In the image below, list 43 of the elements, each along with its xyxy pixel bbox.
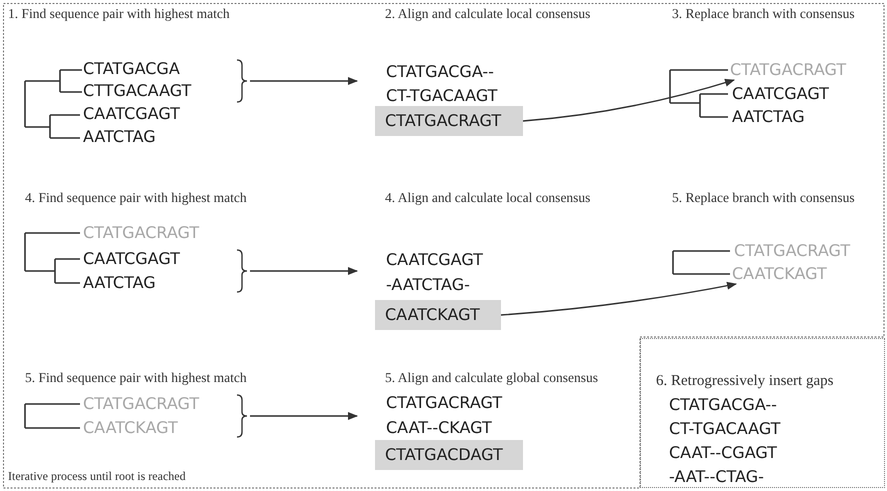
arrow bbox=[250, 267, 358, 275]
sequence-text: CTATGACRAGT bbox=[730, 60, 846, 80]
step-heading: 6. Retrogressively insert gaps bbox=[656, 373, 834, 389]
sequence-text: CTATGACRAGT bbox=[734, 241, 850, 261]
sequence-text: CT-TGACAAGT bbox=[386, 86, 498, 106]
step-heading: 1. Find sequence pair with highest match bbox=[8, 6, 230, 22]
note-text: Iterative process until root is reached bbox=[8, 468, 186, 484]
sequence-text: CAATCKAGT bbox=[732, 264, 827, 284]
sequence-text: CAATCKAGT bbox=[83, 418, 178, 438]
sequence-text: CTATGACGA bbox=[83, 59, 180, 79]
highlighted-sequence: CTATGACRAGT bbox=[375, 106, 523, 136]
sequence-text: AATCTAG bbox=[83, 127, 156, 147]
sequence-text: CTATGACGA-- bbox=[669, 395, 777, 415]
sequence-text: CAAT--CKAGT bbox=[386, 418, 492, 438]
sequence-text: CTATGACGA-- bbox=[386, 62, 494, 82]
arrow bbox=[500, 282, 737, 316]
sequence-text: CTATGACRAGT bbox=[386, 393, 502, 413]
step-heading: 4. Align and calculate local consensus bbox=[385, 190, 590, 206]
arrow bbox=[250, 77, 358, 85]
step-heading: 5. Align and calculate global consensus bbox=[385, 370, 598, 386]
sequence-text: -AATCTAG- bbox=[386, 275, 470, 295]
step-heading: 2. Align and calculate local consensus bbox=[385, 6, 590, 22]
sequence-text: AATCTAG bbox=[732, 107, 805, 127]
sequence-text: CAATCGAGT bbox=[83, 249, 180, 269]
sequence-text: CAATCGAGT bbox=[386, 250, 483, 270]
arrow bbox=[522, 78, 735, 122]
sequence-text: CT-TGACAAGT bbox=[669, 419, 780, 439]
sequence-text: CTATGACRAGT bbox=[83, 394, 200, 414]
sequence-text: AATCTAG bbox=[83, 273, 156, 293]
sequence-text: CAAT--CGAGT bbox=[669, 443, 777, 463]
step-heading: 4. Find sequence pair with highest match bbox=[25, 190, 247, 206]
sequence-text: CTATGACRAGT bbox=[83, 223, 200, 243]
sequence-text: -AAT--CTAG- bbox=[669, 467, 764, 487]
sequence-text: CTTGACAAGT bbox=[83, 81, 192, 101]
step-heading: 3. Replace branch with consensus bbox=[672, 6, 855, 22]
arrow bbox=[250, 412, 358, 420]
step-heading: 5. Replace branch with consensus bbox=[672, 190, 855, 206]
sequence-text: CAATCGAGT bbox=[732, 84, 829, 104]
step-heading: 5. Find sequence pair with highest match bbox=[25, 370, 247, 386]
sequence-text: CAATCGAGT bbox=[83, 104, 180, 124]
highlighted-sequence: CAATCKAGT bbox=[375, 300, 501, 330]
highlighted-sequence: CTATGACDAGT bbox=[375, 440, 523, 470]
dotted-panel bbox=[640, 338, 885, 488]
